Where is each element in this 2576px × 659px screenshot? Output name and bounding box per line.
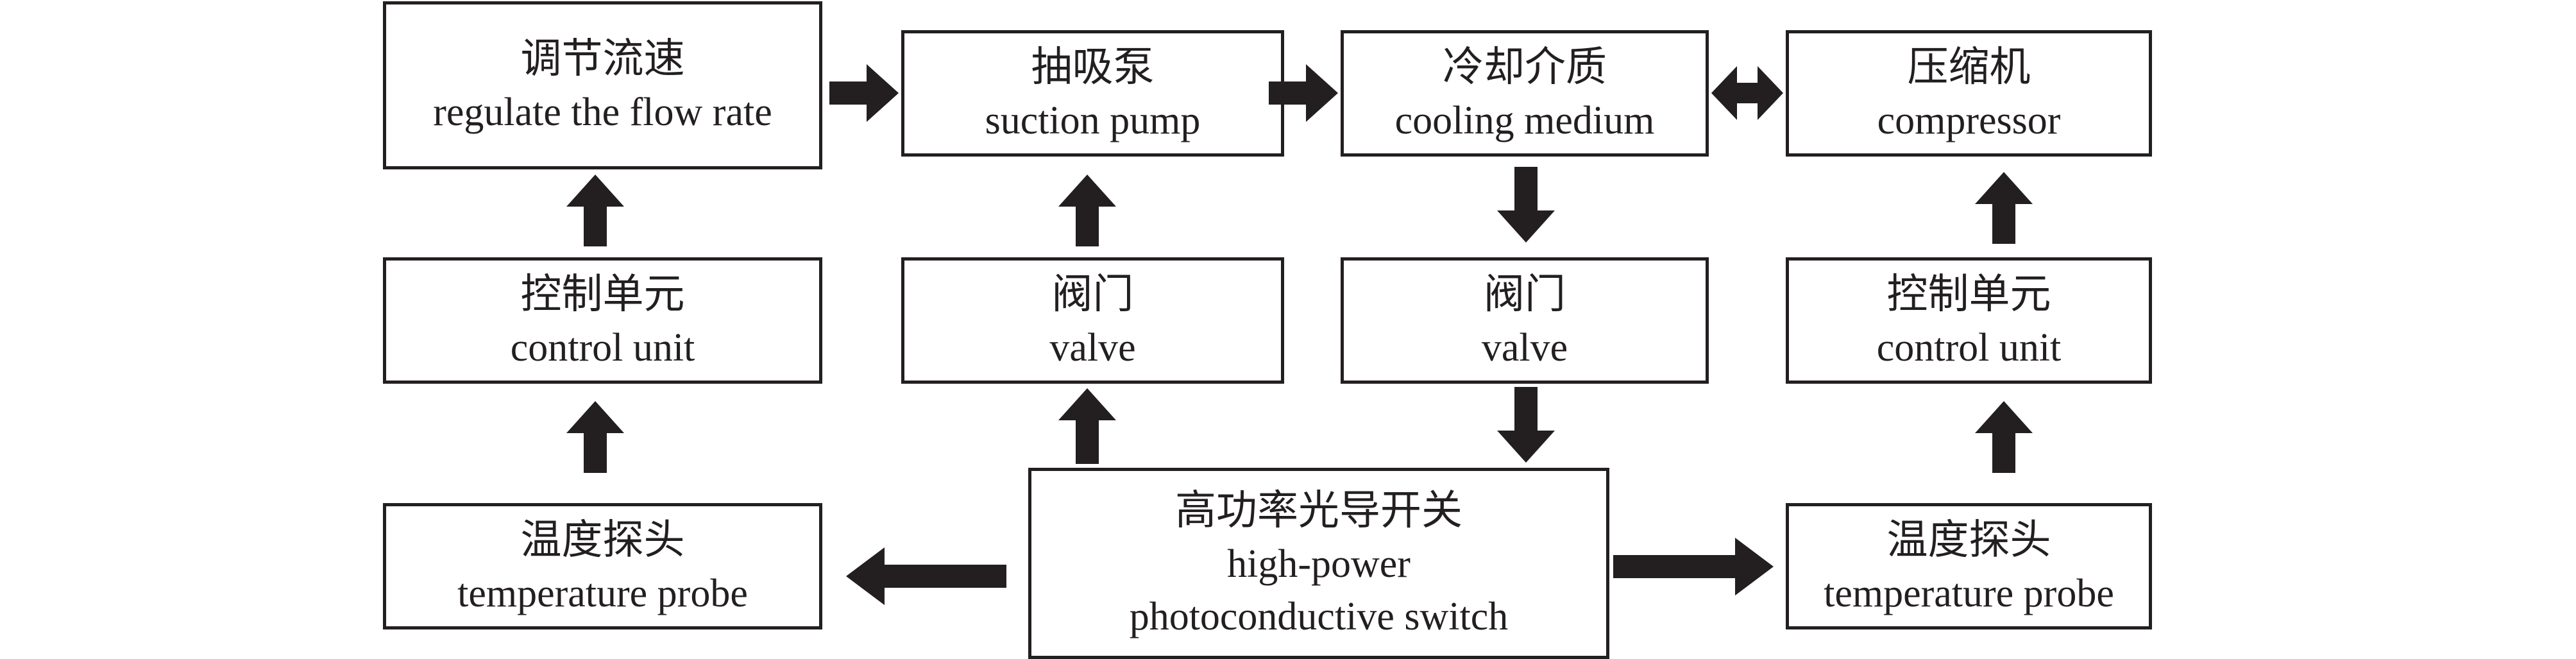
arrow-switch-to-valve-left	[1058, 388, 1116, 464]
node-label-zh: 压缩机	[1907, 43, 2031, 91]
node-temperature-probe-left: 温度探头 temperature probe	[383, 503, 822, 629]
arrow-valve-left-to-suction	[1058, 175, 1116, 246]
node-label-zh: 温度探头	[520, 516, 685, 564]
arrow-switch-to-left-probe	[846, 547, 1006, 605]
arrow-cooling-compressor-bidirectional	[1711, 66, 1783, 120]
node-label-en: compressor	[1877, 98, 2061, 142]
node-label-zh: 抽吸泵	[1031, 43, 1155, 91]
arrow-suction-to-cooling	[1269, 64, 1338, 122]
arrow-probe-right-to-control	[1975, 401, 2033, 473]
node-label-en: cooling medium	[1394, 98, 1655, 142]
node-label-en: control unit	[1876, 325, 2062, 370]
node-temperature-probe-right: 温度探头 temperature probe	[1786, 503, 2152, 629]
arrow-regulate-to-suction	[829, 64, 899, 122]
arrow-control-right-to-compressor	[1975, 172, 2033, 244]
node-cooling-medium: 冷却介质 cooling medium	[1341, 30, 1709, 157]
node-label-en: temperature probe	[457, 571, 748, 615]
node-valve-left: 阀门 valve	[901, 257, 1284, 384]
arrow-valve-right-to-switch	[1497, 387, 1555, 463]
node-valve-right: 阀门 valve	[1341, 257, 1709, 384]
node-regulate-flow-rate: 调节流速 regulate the flow rate	[383, 1, 822, 169]
node-compressor: 压缩机 compressor	[1786, 30, 2152, 157]
arrow-switch-to-right-probe	[1613, 538, 1774, 595]
node-photoconductive-switch: 高功率光导开关 high-power photoconductive switc…	[1028, 468, 1609, 659]
node-label-en-line1: high-power	[1227, 542, 1411, 586]
node-label-zh: 阀门	[1484, 270, 1566, 318]
arrow-probe-left-to-control	[566, 401, 624, 473]
node-label-zh: 高功率光导开关	[1175, 487, 1462, 535]
node-label-zh: 控制单元	[520, 270, 685, 318]
node-control-unit-right: 控制单元 control unit	[1786, 257, 2152, 384]
node-label-en: regulate the flow rate	[433, 90, 772, 134]
node-label-zh: 控制单元	[1886, 270, 2051, 318]
node-label-en: valve	[1049, 325, 1136, 370]
node-label-en: valve	[1481, 325, 1568, 370]
node-label-en: control unit	[510, 325, 695, 370]
node-label-en: suction pump	[985, 98, 1201, 142]
node-suction-pump: 抽吸泵 suction pump	[901, 30, 1284, 157]
node-label-en-line2: photoconductive switch	[1129, 595, 1509, 638]
node-label-zh: 调节流速	[520, 35, 685, 83]
arrow-control-left-to-regulate	[566, 175, 624, 246]
node-label-zh: 冷却介质	[1443, 43, 1607, 91]
node-label-zh: 温度探头	[1886, 516, 2051, 564]
arrow-cooling-to-valve-right	[1497, 167, 1555, 243]
node-control-unit-left: 控制单元 control unit	[383, 257, 822, 384]
node-label-en: temperature probe	[1824, 571, 2114, 615]
node-label-zh: 阀门	[1051, 270, 1134, 318]
